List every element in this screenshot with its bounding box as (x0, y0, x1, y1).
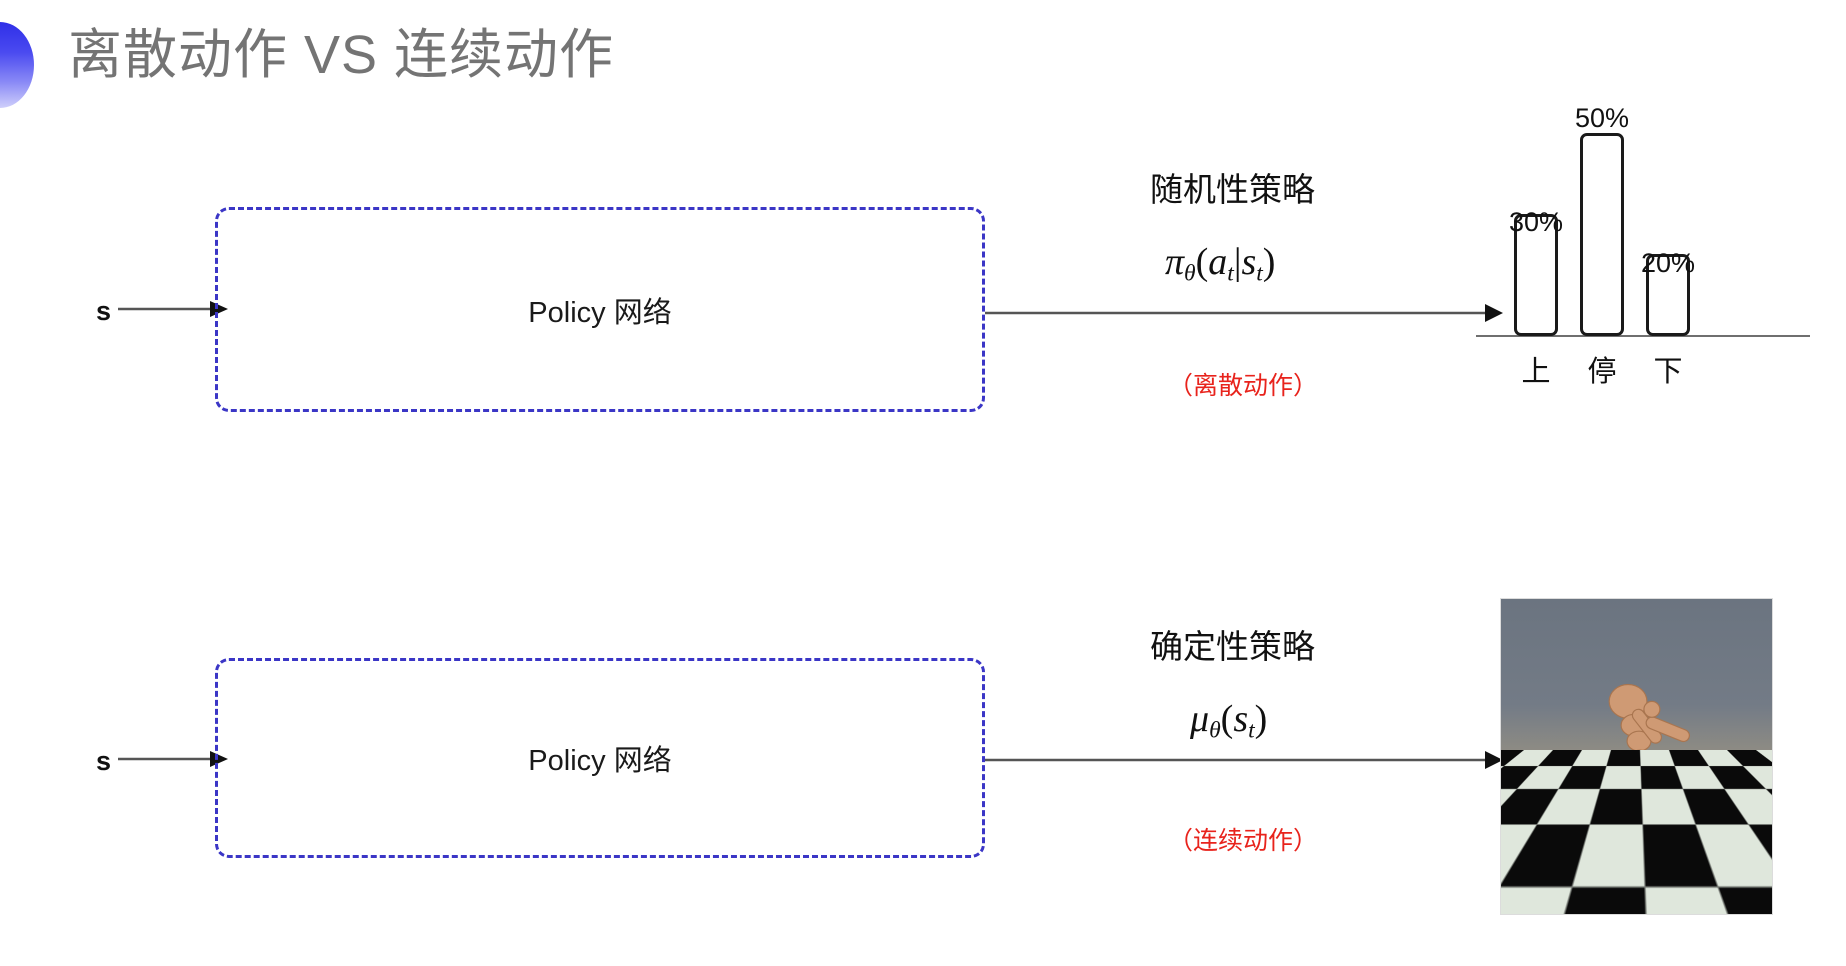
deterministic-policy-formula: μθ(st) (1190, 698, 1268, 744)
deterministic-policy-title: 确定性策略 (1150, 628, 1315, 665)
policy-network-box-top[interactable]: Policy 网络 (215, 207, 985, 412)
continuous-action-note: （连续动作） (1168, 827, 1319, 855)
policy-network-box-bottom[interactable]: Policy 网络 (215, 658, 985, 858)
bar-item (1514, 214, 1558, 336)
bar-category-label: 下 (1653, 356, 1683, 388)
output-arrow-bottom (985, 751, 1503, 769)
chart-axis-line (1476, 335, 1810, 337)
bar-value-label: 50% (1574, 103, 1630, 133)
state-label-bottom: s (96, 746, 112, 776)
slide-bottom-edge (0, 964, 1846, 966)
policy-network-label-top: Policy 网络 (528, 296, 672, 329)
input-arrow-bottom (118, 751, 228, 767)
bar-category-label: 停 (1587, 356, 1617, 388)
bar-category-label: 上 (1521, 356, 1551, 388)
state-label-top: s (96, 296, 112, 326)
page-title: 离散动作 VS 连续动作 (68, 25, 615, 85)
humanoid-robot-icon (1590, 683, 1690, 878)
bar-item (1580, 133, 1624, 336)
humanoid-simulation-image (1500, 598, 1773, 915)
discrete-action-bar-chart: 30% 50% 20% 上 停 下 (1470, 95, 1815, 400)
stochastic-policy-title: 随机性策略 (1150, 171, 1315, 208)
input-arrow-top (118, 301, 228, 317)
policy-network-label-bottom: Policy 网络 (528, 745, 672, 777)
bar-value-label: 20% (1640, 248, 1696, 278)
output-arrow-top (985, 304, 1503, 322)
discrete-action-note: （离散动作） (1168, 372, 1319, 400)
half-circle-gradient-icon (0, 22, 34, 108)
bar-item (1646, 254, 1690, 336)
stochastic-policy-formula: πθ(at|st) (1165, 241, 1276, 287)
bar-value-label: 30% (1508, 207, 1564, 237)
